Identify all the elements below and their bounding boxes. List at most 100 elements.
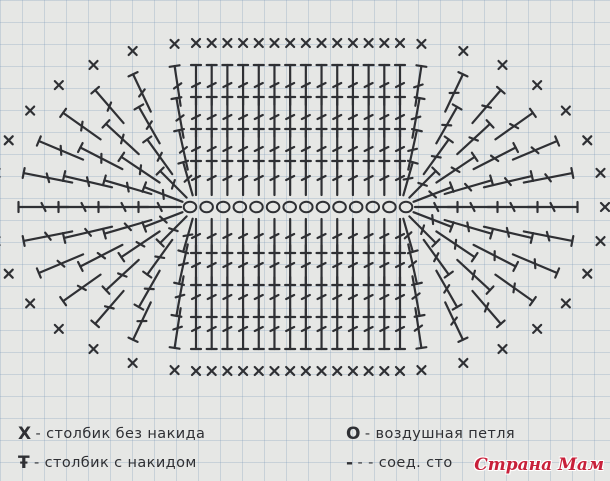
chain-symbol: O: [346, 424, 361, 444]
single-crochet-stitch: [88, 59, 99, 71]
double-crochet-stitch: [443, 174, 495, 196]
single-crochet-stitch: [285, 365, 296, 377]
slip-stitch-symbol: -: [346, 453, 354, 473]
chain-stitch: [232, 200, 248, 214]
single-crochet-stitch: [560, 105, 571, 116]
double-crochet-stitch: [378, 307, 391, 351]
double-crochet-stitch: [59, 273, 102, 307]
double-crochet-stitch: [117, 230, 161, 263]
double-crochet-stitch: [494, 107, 537, 141]
double-crochet-stitch: [494, 273, 537, 307]
single-crochet-stitch: [190, 365, 202, 377]
double-crochet-stitch: [456, 119, 495, 156]
legend-single-crochet: X - столбик без накида: [18, 424, 205, 444]
double-crochet-stitch: [141, 211, 184, 233]
double-crochet-stitch: [526, 200, 579, 214]
double-crochet-symbol: Ŧ: [18, 453, 30, 473]
double-crochet-stitch: [331, 307, 344, 351]
double-crochet-stitch: [456, 258, 495, 295]
single-crochet-stitch: [269, 365, 280, 377]
double-crochet-stitch: [101, 174, 153, 196]
round-1: [137, 159, 459, 255]
single-crochet-stitch: [88, 343, 99, 355]
double-crochet-stitch: [141, 181, 184, 203]
single-crochet-stitch: [560, 298, 571, 309]
chain-stitch: [365, 200, 381, 214]
double-crochet-stitch: [435, 103, 463, 145]
double-crochet-stitch: [435, 151, 479, 184]
double-crochet-stitch: [101, 258, 140, 295]
single-crochet-stitch: [595, 235, 606, 247]
double-crochet-stitch: [268, 307, 281, 351]
single-crochet-stitch: [237, 37, 249, 49]
double-crochet-stitch: [168, 64, 183, 107]
double-crochet-stitch: [346, 307, 360, 351]
double-crochet-stitch: [435, 269, 463, 311]
single-crochet-stitch: [363, 365, 374, 377]
double-crochet-stitch: [378, 63, 391, 107]
chain-stitch: [315, 200, 331, 214]
double-crochet-stitch: [268, 63, 281, 107]
single-crochet-stitch: [316, 37, 327, 49]
double-crochet-stitch: [472, 243, 520, 273]
double-crochet-stitch: [127, 301, 152, 344]
chain-stitch: [199, 200, 214, 214]
double-crochet-stitch: [21, 230, 74, 247]
single-crochet-stitch: [222, 37, 233, 49]
double-crochet-stitch: [299, 307, 312, 351]
single-crochet-stitch: [222, 365, 233, 377]
single-crochet-stitch: [237, 365, 249, 377]
round-4: [17, 63, 579, 351]
single-crochet-stitch: [497, 343, 508, 355]
double-crochet-stitch: [205, 63, 218, 107]
double-crochet-stitch: [444, 301, 469, 344]
single-crochet-stitch: [253, 365, 264, 377]
double-crochet-stitch: [205, 307, 218, 351]
single-crochet-stitch: [206, 37, 217, 49]
double-crochet-stitch: [21, 167, 74, 184]
double-crochet-stitch: [127, 70, 152, 113]
single-crochet-stitch: [347, 37, 359, 49]
double-crochet-stitch: [35, 253, 85, 279]
double-crochet-stitch: [155, 215, 188, 248]
single-crochet-stitch: [25, 105, 36, 116]
single-crochet-stitch: [300, 37, 311, 49]
single-crochet-stitch: [379, 365, 390, 377]
single-crochet-stitch: [532, 323, 543, 334]
single-crochet-stitch: [497, 59, 508, 71]
legend-slip-stitch-label: - - соед. сто: [357, 455, 453, 471]
double-crochet-stitch: [76, 243, 124, 273]
single-crochet-stitch: [332, 365, 343, 377]
double-crochet-stitch: [101, 218, 153, 240]
double-crochet-stitch: [408, 215, 441, 248]
double-crochet-stitch: [315, 307, 328, 351]
double-crochet-stitch: [482, 225, 535, 244]
double-crochet-stitch: [90, 289, 125, 329]
single-crochet-stitch: [3, 268, 14, 279]
single-crochet-stitch: [379, 37, 390, 49]
double-crochet-stitch: [252, 307, 265, 351]
chain-stitch: [332, 200, 347, 214]
single-crochet-stitch: [127, 45, 138, 57]
double-crochet-stitch: [221, 63, 234, 107]
double-crochet-stitch: [61, 225, 114, 244]
double-crochet-stitch: [17, 200, 70, 214]
chain-stitch: [382, 200, 397, 214]
single-crochet-symbol: X: [18, 424, 32, 444]
single-crochet-stitch: [458, 45, 469, 57]
legend-single-crochet-label: - столбик без накида: [35, 426, 206, 442]
double-crochet-stitch: [284, 307, 297, 351]
chain-stitch: [299, 200, 314, 214]
single-crochet-stitch: [394, 365, 406, 377]
foundation-chain: [182, 200, 414, 214]
single-crochet-stitch: [285, 37, 296, 49]
double-crochet-stitch: [443, 218, 495, 240]
double-crochet-stitch: [471, 289, 506, 329]
double-crochet-stitch: [59, 107, 102, 141]
double-crochet-stitch: [522, 230, 575, 247]
single-crochet-stitch: [532, 80, 543, 91]
single-crochet-stitch: [127, 357, 138, 369]
chain-stitch: [182, 200, 198, 214]
double-crochet-stitch: [393, 307, 407, 351]
